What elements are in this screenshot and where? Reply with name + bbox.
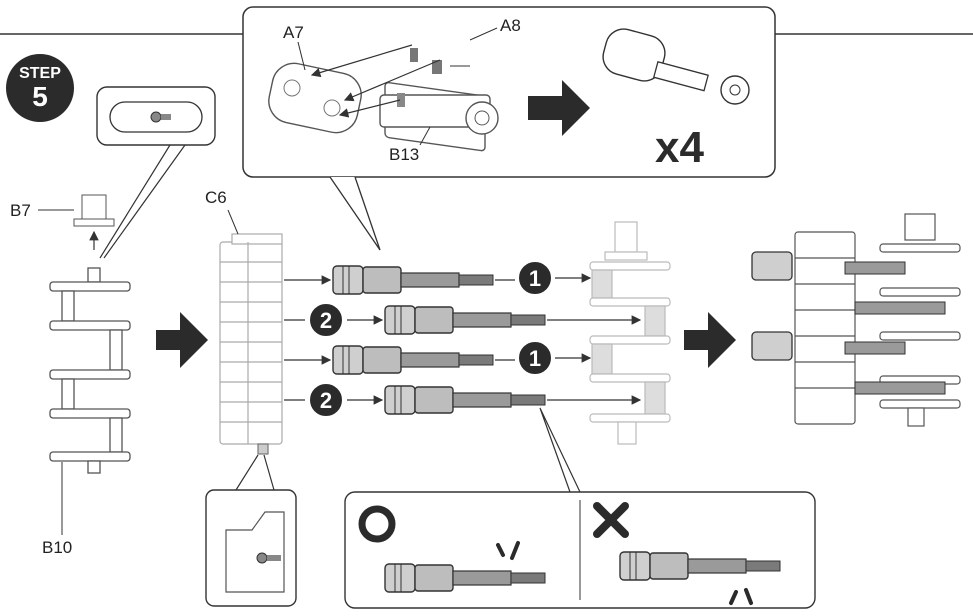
badge-2-lower: 2: [308, 382, 344, 418]
svg-text:2: 2: [320, 388, 332, 413]
badge-1-upper: 1: [517, 260, 553, 296]
part-b13-illustration: [379, 93, 499, 135]
badge-2-upper: 2: [308, 302, 344, 338]
step-badge: STEP 5: [6, 54, 74, 122]
part-b7-illustration: [73, 194, 115, 250]
correct-vs-incorrect-box: [344, 407, 816, 609]
part-a7-illustration: [268, 62, 362, 134]
crankshaft-target-illustration: [589, 221, 671, 445]
label-b10: B10: [42, 538, 72, 557]
svg-text:1: 1: [529, 266, 541, 291]
correct-click-marks-icon: [496, 541, 520, 560]
label-b7: B7: [10, 201, 31, 220]
final-assembly-illustration: [751, 213, 961, 427]
step-arrow-right-icon: [684, 312, 736, 368]
label-a7: A7: [283, 23, 304, 42]
part-b10-illustration: [49, 267, 131, 474]
assembled-part-illustration: [602, 28, 750, 105]
incorrect-cross-icon: [593, 502, 629, 538]
connector-row-1: [332, 265, 494, 295]
multiplier: x4: [655, 123, 704, 172]
label-b13: B13: [389, 145, 419, 164]
connector-row-2: [384, 305, 546, 335]
connector-row-3: [332, 345, 494, 375]
detail-bubble-c6: [205, 454, 297, 607]
label-a8: A8: [500, 16, 521, 35]
detail-bubble-b7: [96, 86, 216, 259]
step-number: 5: [32, 81, 48, 112]
label-c6: C6: [205, 188, 227, 207]
part-c6-illustration: [219, 233, 283, 455]
connector-row-4: [384, 385, 546, 415]
callout-arrow-icon: [528, 80, 590, 136]
step-label: STEP: [19, 65, 61, 82]
subassembly-callout: A7 A8 B13 x4: [242, 6, 776, 251]
svg-text:2: 2: [320, 308, 332, 333]
step-arrow-left-icon: [156, 312, 208, 368]
badge-1-lower: 1: [517, 340, 553, 376]
correct-circle-icon: [358, 505, 396, 543]
incorrect-click-marks-icon: [729, 588, 753, 605]
svg-text:1: 1: [529, 346, 541, 371]
